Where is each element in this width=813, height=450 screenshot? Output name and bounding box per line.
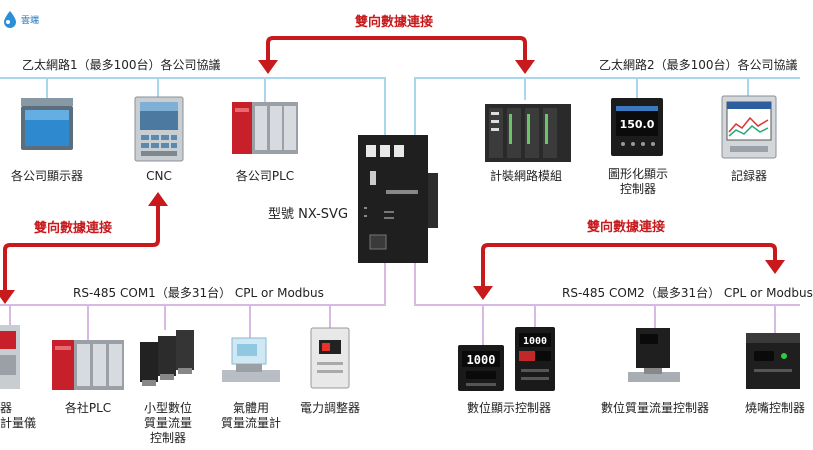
display-device-image	[21, 98, 73, 153]
ethernet1-label: 乙太網路1（最多100台）各公司協議	[22, 58, 221, 72]
burner-controller-image	[746, 333, 800, 389]
digital-indicator-controller-b-image: 1000	[515, 327, 555, 391]
ethernet2-label: 乙太網路2（最多100台）各公司協議	[599, 58, 798, 72]
power-regulator-image	[310, 327, 350, 389]
eth1-device-3-label: 各公司PLC	[235, 169, 295, 183]
logo: 雲端	[3, 10, 39, 28]
com2-label: RS-485 COM2（最多31台） CPL or Modbus	[562, 286, 813, 300]
com1-device-2-label: 各社PLC	[64, 401, 112, 415]
com1-device-3-label-line2: 質量流量	[143, 416, 192, 430]
right-arrow-label: 雙向數據連接	[587, 220, 666, 235]
eth2-device-2-label: 圖形化顯示 控制器	[593, 167, 683, 197]
com1-device-1-label: 器 計量儀	[0, 401, 36, 431]
digital-mass-flow-controller-image	[628, 328, 680, 390]
eth1-device-1-label: 各公司顯示器	[10, 169, 83, 183]
graphic-display-value: 150.0	[620, 118, 655, 131]
top-bidirectional-arrow	[258, 36, 535, 74]
instrument-network-module-image	[485, 100, 571, 162]
right-bidirectional-arrow	[473, 243, 785, 300]
eth2-device-2-label-line2: 控制器	[619, 182, 656, 196]
cnc-device-image	[134, 96, 184, 162]
gas-mass-flow-meter-image	[222, 337, 280, 388]
ethernet2-bus-line	[414, 77, 800, 140]
recorder-device-image	[721, 95, 777, 159]
com2-device-2-label: 數位質量流量控制器	[600, 401, 709, 415]
com1-device-3-label-line3: 控制器	[149, 431, 186, 445]
com1-device-4-label: 氣體用 質量流量計	[208, 401, 294, 431]
com1-device-4-label-line1: 氣體用	[232, 401, 269, 415]
display-value-a: 1000	[467, 353, 496, 367]
com1-device-3-label-line1: 小型數位	[143, 401, 192, 415]
com1-device-3-label: 小型數位 質量流量 控制器	[128, 401, 208, 446]
logo-text: 雲端	[21, 15, 40, 26]
ethernet1-bus-line	[0, 77, 386, 140]
eth2-device-2-label-line1: 圖形化顯示	[607, 167, 668, 181]
eth2-device-1-label: 計裝網路模組	[489, 169, 562, 183]
eth2-device-3-label: 記録器	[730, 169, 767, 183]
com2-device-3-label: 燒嘴控制器	[745, 401, 806, 415]
com1-bus-line	[0, 262, 386, 306]
com2-bus-line	[414, 262, 800, 306]
top-arrow-label: 雙向數據連接	[355, 15, 434, 30]
graphic-display-controller-image: 150.0	[611, 98, 663, 156]
nx-svg-gateway	[358, 135, 438, 263]
left-bidirectional-arrow	[0, 192, 168, 304]
plc-device-image	[232, 102, 298, 154]
com1-device-1-image	[0, 325, 20, 389]
small-mass-flow-controller-image	[138, 330, 200, 388]
eth1-device-2-label: CNC	[146, 169, 172, 183]
digital-indicator-controller-a-image: 1000	[458, 345, 504, 391]
com1-device-1-label-line1: 器	[0, 401, 13, 415]
com1-label: RS-485 COM1（最多31台） CPL or Modbus	[73, 286, 324, 300]
com1-device-1-label-line2: 計量儀	[0, 416, 37, 430]
com1-device-5-label: 電力調整器	[299, 401, 360, 415]
cloud-drop-icon	[4, 11, 16, 28]
com1-plc-device-image	[52, 340, 124, 390]
left-arrow-label: 雙向數據連接	[34, 221, 113, 236]
com2-device-1-label: 數位顯示控制器	[466, 401, 551, 415]
model-label: 型號 NX-SVG	[268, 207, 349, 222]
display-value-b: 1000	[523, 336, 547, 347]
com1-device-4-label-line2: 質量流量計	[220, 416, 281, 430]
